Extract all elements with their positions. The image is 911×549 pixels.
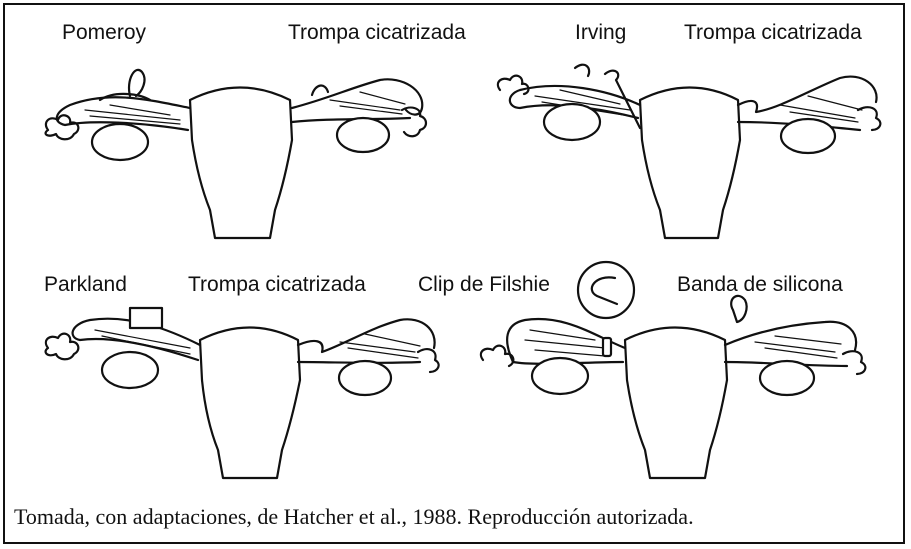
scar-label: Trompa cicatrizada [288, 22, 466, 43]
method-label: Irving [575, 22, 626, 43]
uterus-parkland-drawing [30, 300, 450, 490]
method-label: Pomeroy [62, 22, 146, 43]
scar-label: Trompa cicatrizada [188, 274, 366, 295]
scar-label: Trompa cicatrizada [684, 22, 862, 43]
uterus-pomeroy-drawing [30, 60, 450, 250]
uterus-filshie-drawing [475, 300, 890, 490]
figure-caption: Tomada, con adaptaciones, de Hatcher et … [14, 506, 694, 528]
band-label: Banda de silicona [677, 274, 843, 295]
uterus-irving-drawing [490, 60, 890, 250]
panel-filshie: Clip de Filshie Banda de silicona [475, 300, 890, 490]
clip-label: Clip de Filshie [418, 274, 550, 295]
panel-irving: Irving Trompa cicatrizada [490, 60, 890, 250]
method-label: Parkland [44, 274, 127, 295]
panel-pomeroy: Pomeroy Trompa cicatrizada [30, 60, 450, 250]
panel-parkland: Parkland Trompa cicatrizada [30, 300, 450, 490]
